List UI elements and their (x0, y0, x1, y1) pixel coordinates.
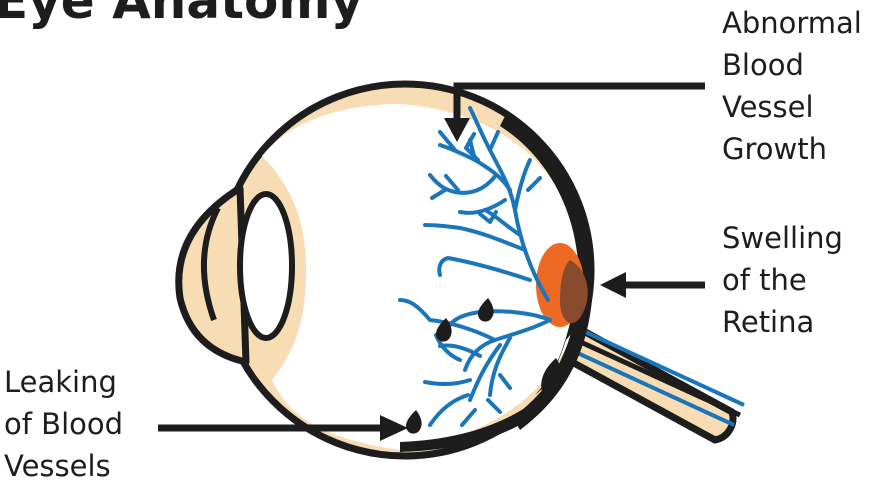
label-line: Retina (722, 305, 814, 339)
label-line: Swelling (722, 221, 843, 255)
label-leaking: Leaking of Blood Vessels (4, 365, 123, 483)
label-line: Vessel (722, 90, 814, 124)
label-line: Vessels (4, 449, 111, 483)
label-line: Blood (722, 48, 804, 82)
label-line: Growth (722, 132, 827, 166)
label-line: of the (722, 263, 807, 297)
diagram-title: Eye Anatomy (0, 0, 363, 30)
label-line: Abnormal (722, 6, 862, 40)
label-line: Leaking (4, 365, 117, 399)
label-swelling: Swelling of the Retina (722, 221, 843, 339)
label-line: of Blood (4, 407, 123, 441)
label-abnormal-growth: Abnormal Blood Vessel Growth (722, 6, 862, 166)
